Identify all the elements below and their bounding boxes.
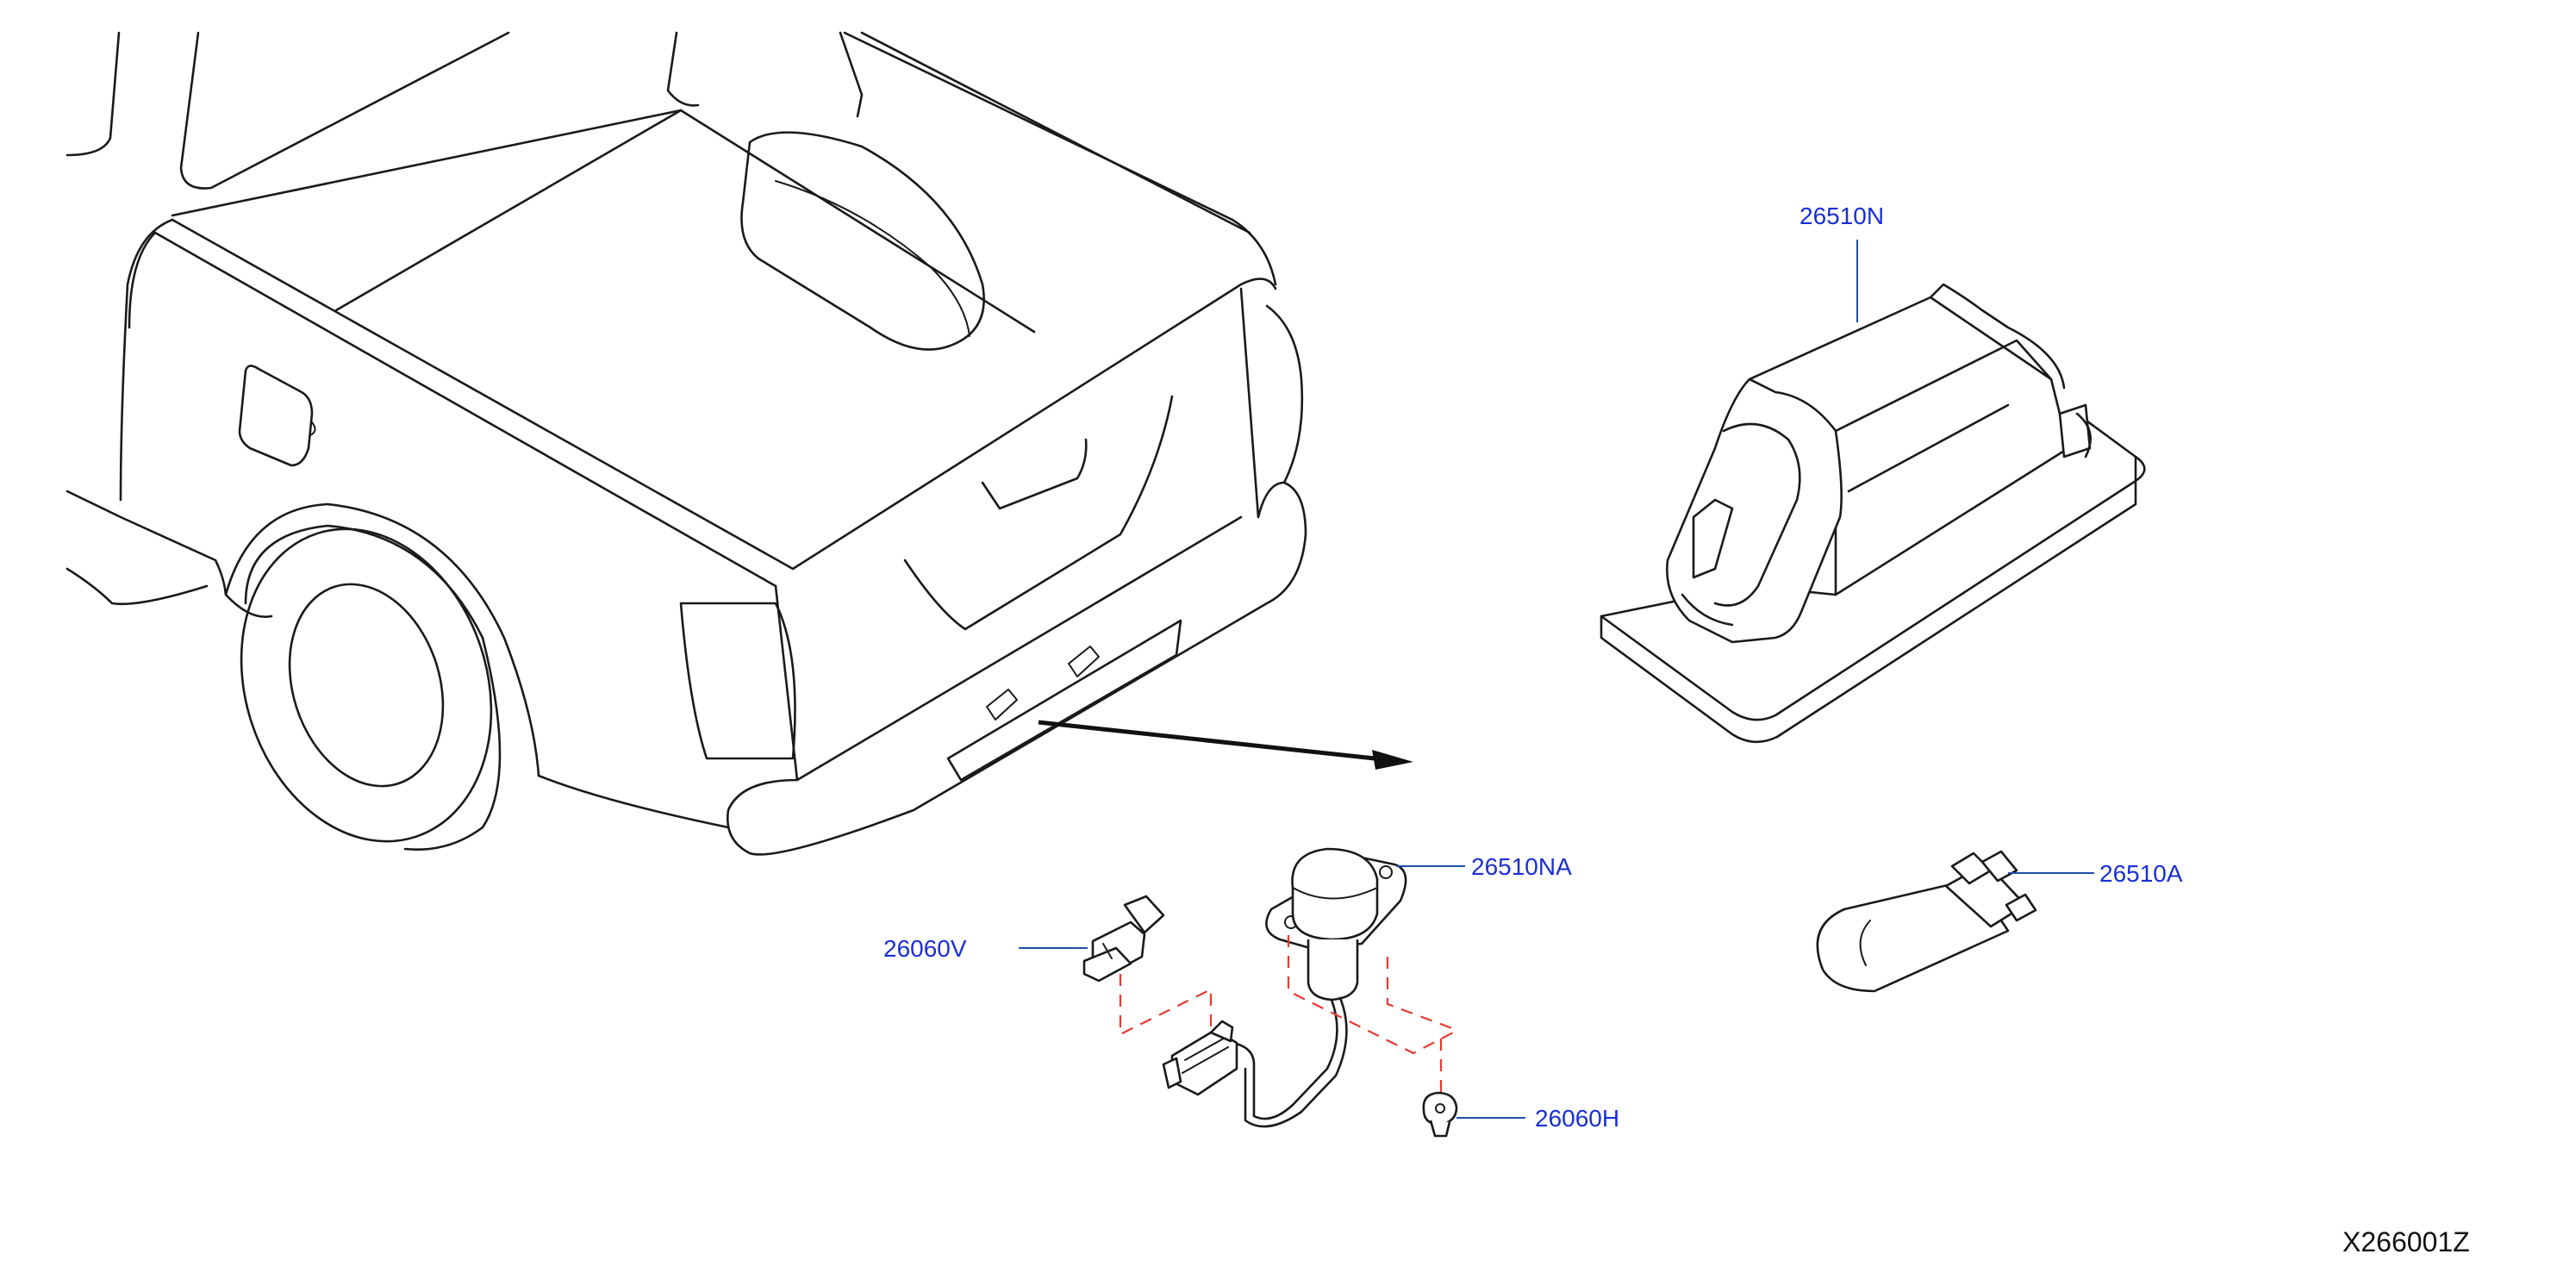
assembly-guide-lines [1119, 935, 1457, 1093]
leader-lines [1019, 240, 2094, 1119]
harness-clip-drawing [1082, 895, 1165, 983]
callout-26060V[interactable]: 26060V [883, 935, 967, 962]
grommet-drawing [1422, 1091, 1458, 1138]
callout-26510A[interactable]: 26510A [2099, 860, 2183, 887]
detail-arrow [1038, 720, 1413, 770]
callout-labels: 26510N 26510NA 26510A 26060V 26060H [883, 203, 2183, 1132]
bulb-drawing [1816, 850, 2037, 993]
callout-26510NA[interactable]: 26510NA [1471, 853, 1572, 880]
lamp-housing-drawing [1162, 847, 1407, 1128]
truck-rear-illustration [65, 31, 1307, 856]
callout-26510N[interactable]: 26510N [1799, 203, 1884, 229]
callout-26060H[interactable]: 26060H [1535, 1105, 1619, 1132]
document-id: X266001Z [2342, 1226, 2470, 1257]
lamp-assembly-drawing [1600, 283, 2146, 744]
